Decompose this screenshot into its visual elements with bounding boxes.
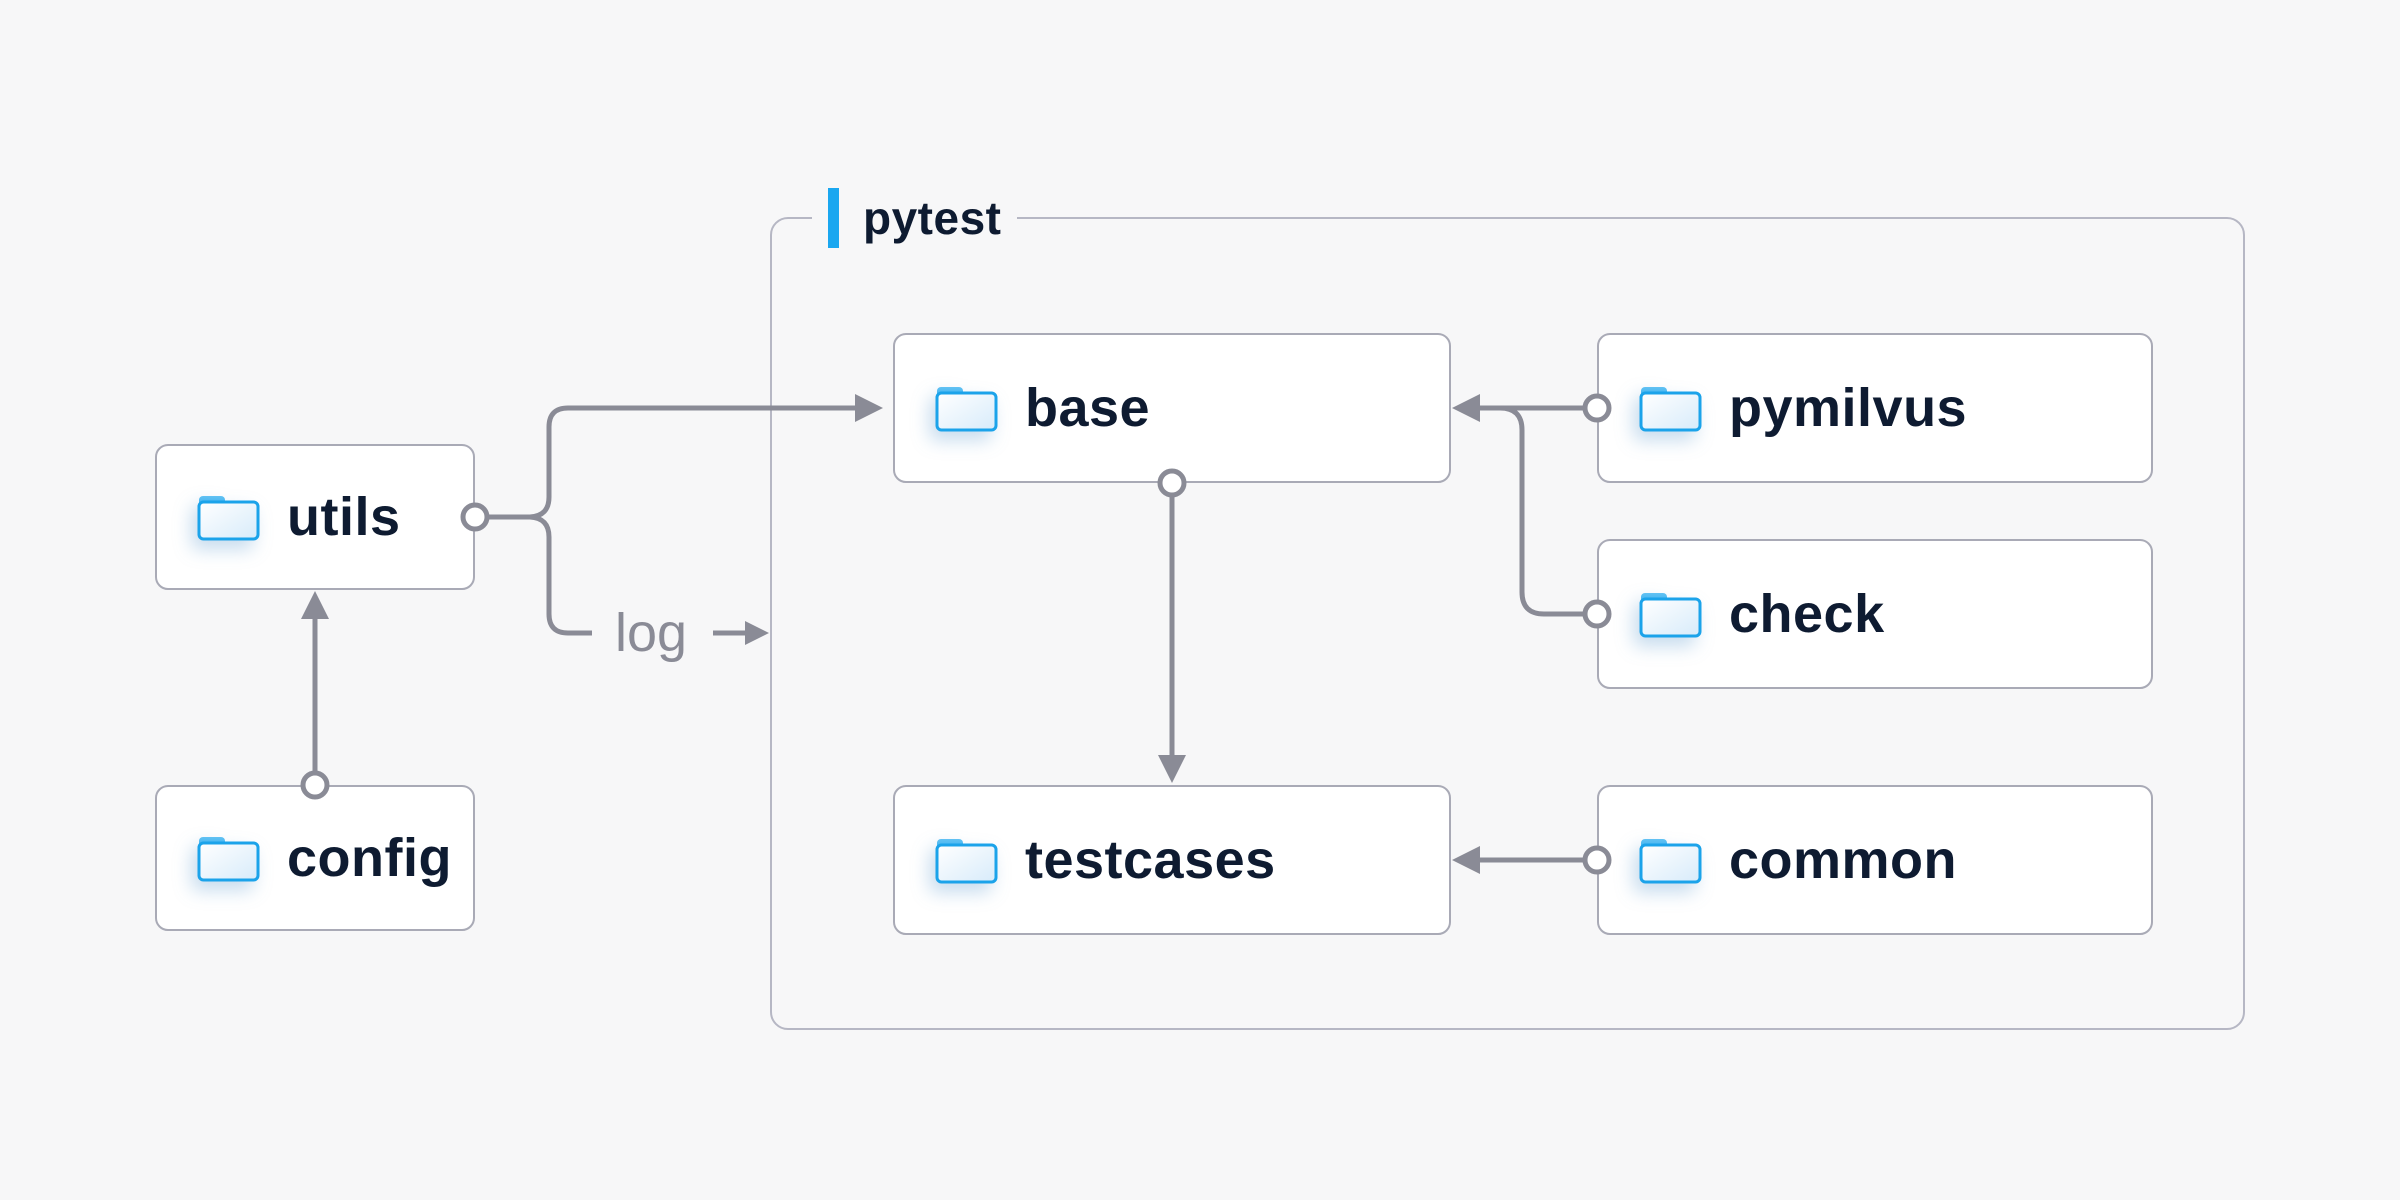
folder-icon <box>197 835 260 882</box>
edge-label-log: log <box>614 603 688 663</box>
node-common: common <box>1597 785 2153 935</box>
edge-config-utils <box>301 591 329 771</box>
folder-icon <box>1639 591 1702 638</box>
node-base: base <box>893 333 1451 483</box>
folder-icon <box>935 385 998 432</box>
folder-icon <box>197 494 260 541</box>
node-pymilvus: pymilvus <box>1597 333 2153 483</box>
node-utils: utils <box>155 444 475 590</box>
node-label: base <box>1025 378 1151 438</box>
node-config: config <box>155 785 475 931</box>
node-check: check <box>1597 539 2153 689</box>
folder-icon <box>935 837 998 884</box>
accent-bar <box>828 188 839 248</box>
node-label: utils <box>287 487 401 547</box>
folder-icon <box>1639 837 1702 884</box>
node-label: config <box>287 828 452 888</box>
pytest-group-label: pytest <box>812 186 1018 250</box>
pytest-group-label-text: pytest <box>863 192 1002 244</box>
folder-icon <box>1639 385 1702 432</box>
node-label: check <box>1729 584 1885 644</box>
node-testcases: testcases <box>893 785 1451 935</box>
node-label: common <box>1729 830 1958 890</box>
pytest-group-container <box>770 217 2245 1030</box>
node-label: testcases <box>1025 830 1276 890</box>
node-label: pymilvus <box>1729 378 1968 438</box>
